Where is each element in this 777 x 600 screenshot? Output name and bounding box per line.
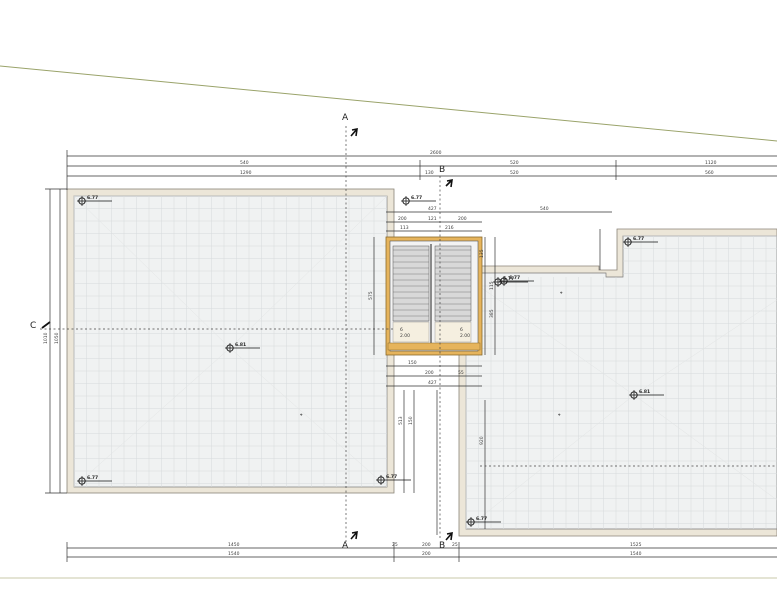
left-roof-slab — [66, 188, 395, 494]
dim-core-bottom-1: 200 — [425, 370, 434, 376]
section-label-c: C — [30, 321, 36, 331]
section-label-b-top: B — [439, 165, 445, 175]
stair-flight-right — [434, 245, 472, 322]
level-value-right-n: 6.77 — [633, 236, 644, 242]
dim-bottom-row1-4: 1525 — [630, 542, 642, 548]
stair-flight-left — [392, 245, 430, 322]
section-label-a-bottom: A — [342, 541, 349, 551]
dim-top-total: 2600 — [430, 150, 442, 156]
dim-core-top-4: 540 — [540, 206, 549, 212]
dim-core-top-0: 427 — [428, 206, 437, 212]
dim-right-vertical-2: 385 — [489, 309, 495, 318]
bottom-dimension-chain: 1450 25 200 25 1525 1540 200 1540 — [66, 542, 777, 562]
dim-right-vertical-1: 115 — [489, 281, 495, 290]
level-marker-left-se: 6.77 — [376, 474, 411, 485]
stair-label-right-2: 2.00 — [460, 333, 470, 339]
level-value-right-w: 6.77 — [509, 275, 520, 281]
level-marker-left-sw: 6.77 — [77, 475, 112, 486]
dim-core-top-3: 200 — [458, 216, 467, 222]
dim-bottom-row2-1: 200 — [422, 551, 431, 557]
dim-bottom-row1-2: 200 — [422, 542, 431, 548]
section-arrow-b-bottom — [445, 531, 453, 541]
dim-top-row1-2: 1120 — [705, 160, 717, 166]
dim-top-row1-1: 520 — [510, 160, 519, 166]
stair-label-left-2: 2.00 — [400, 333, 410, 339]
level-value-left-ne: 6.77 — [411, 195, 422, 201]
level-value-left-nw: 6.77 — [87, 195, 98, 201]
stair-label-left-1: 6 — [400, 327, 403, 333]
level-marker-right-w: 6.77 — [499, 275, 534, 286]
section-arrow-c — [41, 321, 51, 329]
dim-top-row1-0: 540 — [240, 160, 249, 166]
level-marker-left-nw: 6.77 — [77, 195, 112, 206]
stair-label-right-1: 6 — [460, 327, 463, 333]
dim-right-vertical-0: 135 — [479, 249, 485, 258]
dim-top-row2-2: 520 — [510, 170, 519, 176]
dim-core-vertical-1: 513 — [398, 416, 404, 425]
level-value-right-sw: 6.77 — [476, 516, 487, 522]
level-value-core: 6.77 — [503, 276, 514, 282]
dim-right-vertical-3: 920 — [479, 436, 485, 445]
stair-core: 6 2.00 6 2.00 — [385, 236, 483, 356]
section-arrow-a-bottom — [350, 530, 358, 540]
drain-mark-left: ⌖ — [300, 413, 303, 418]
level-value-left-se: 6.77 — [386, 474, 397, 480]
level-marker-right-n: 6.77 — [623, 236, 658, 247]
level-marker-left-ne: 6.77 — [401, 195, 436, 206]
dim-top-row2-1: 130 — [425, 170, 434, 176]
level-marker-left-center: 6.81 — [225, 342, 260, 353]
dim-core-top-1: 200 — [398, 216, 407, 222]
dim-core-left-1: 113 — [400, 225, 409, 231]
level-value-left-center: 6.81 — [235, 342, 246, 348]
dim-core-bottom-2: 55 — [458, 370, 464, 376]
level-marker-right-center: 6.81 — [629, 389, 664, 400]
dim-core-bottom-3: 427 — [428, 380, 437, 386]
top-dimension-chain: 2600 540 520 1120 1290 130 520 560 — [66, 150, 777, 190]
right-roof-slab — [458, 228, 777, 537]
dim-bottom-row1-3: 25 — [452, 542, 458, 548]
section-label-a-top: A — [342, 113, 349, 123]
section-arrow-b-top — [445, 178, 453, 188]
drain-mark-right-top: ⌖ — [560, 291, 563, 296]
dim-top-row2-0: 1290 — [240, 170, 252, 176]
dim-core-top-2: 121 — [428, 216, 437, 222]
level-value-left-sw: 6.77 — [87, 475, 98, 481]
core-dimension-chains: 427 200 121 200 540 216 113 150 200 55 4… — [368, 206, 612, 535]
dim-core-vertical-2: 150 — [408, 416, 414, 425]
dim-top-row2-3: 560 — [705, 170, 714, 176]
site-boundary-top — [0, 65, 777, 142]
dim-bottom-row1-1: 25 — [392, 542, 398, 548]
dim-bottom-row1-0: 1450 — [228, 542, 240, 548]
level-value-right-center: 6.81 — [639, 389, 650, 395]
level-marker-right-sw: 6.77 — [466, 516, 501, 527]
dim-core-left-0: 216 — [445, 225, 454, 231]
dim-core-vertical-0: 575 — [368, 291, 374, 300]
left-dimension-chain: 1010 1050 — [43, 188, 67, 494]
section-label-b-bottom: B — [439, 541, 445, 551]
dim-left-height-0: 1010 — [43, 332, 49, 344]
dim-bottom-row2-0: 1540 — [228, 551, 240, 557]
dim-core-bottom-0: 150 — [408, 360, 417, 366]
section-arrow-a-top — [350, 127, 358, 137]
drain-mark-right: ⌖ — [558, 413, 561, 418]
dim-bottom-row2-2: 1540 — [630, 551, 642, 557]
dim-left-height-1: 1050 — [54, 332, 60, 344]
